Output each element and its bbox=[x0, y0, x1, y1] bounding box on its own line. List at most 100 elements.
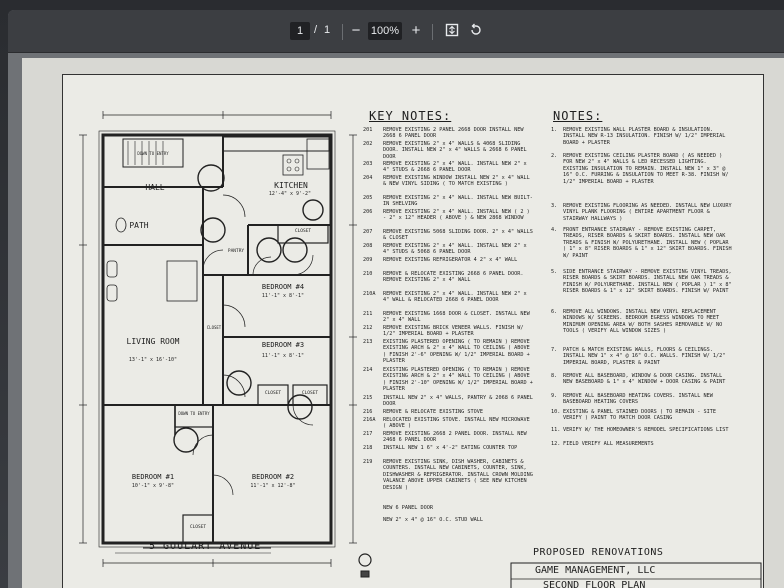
address-title: 5 GOULART AVENUE bbox=[149, 541, 262, 552]
note-item: 4. FRONT ENTRANCE STAIRWAY - REMOVE EXIST… bbox=[551, 227, 741, 259]
note-number: 9. bbox=[551, 393, 558, 399]
note-text: FIELD VERIFY ALL MEASUREMENTS bbox=[563, 441, 654, 447]
key-note-text: REMOVE & RELOCATE EXISTING 2668 6 PANEL … bbox=[383, 271, 524, 284]
fit-page-icon[interactable] bbox=[444, 23, 460, 39]
key-note-number: 201 bbox=[363, 127, 373, 133]
note-text: FRONT ENTRANCE STAIRWAY - REMOVE EXISTIN… bbox=[563, 227, 732, 259]
current-page-input[interactable]: 1 bbox=[290, 22, 310, 40]
key-note-number: 210 bbox=[363, 271, 373, 277]
key-note-number: 207 bbox=[363, 229, 373, 235]
key-note-text: REMOVE EXISTING 5068 SLIDING DOOR. 2" x … bbox=[383, 229, 533, 242]
key-note-text: REMOVE EXISTING BRICK VENEER WALLS. FINI… bbox=[383, 325, 524, 338]
room-bedroom-1: BEDROOM #1 bbox=[131, 473, 175, 481]
note-text: EXISTING & PANEL STAINED DOORS ( TO REMA… bbox=[563, 409, 717, 422]
minus-icon[interactable]: − bbox=[351, 22, 361, 39]
room-bedroom-4: BEDROOM #4 bbox=[261, 283, 305, 291]
key-note-number: 203 bbox=[363, 161, 373, 167]
note-text: REMOVE EXISTING FLOORING AS NEEDED. INST… bbox=[563, 203, 732, 222]
note-text: REMOVE ALL BASEBOARD, WINDOW & DOOR CASI… bbox=[563, 373, 726, 386]
key-note-number: 208 bbox=[363, 243, 373, 249]
room-bedroom-2-dimension: 11'-1" x 12'-8" bbox=[250, 483, 296, 489]
room-closet: CLOSET bbox=[301, 391, 319, 396]
key-note-number: 206 bbox=[363, 209, 373, 215]
key-note-text: REMOVE EXISTING 2" x 4" WALL. INSTALL NE… bbox=[383, 243, 527, 256]
key-note-number: 204 bbox=[363, 175, 373, 181]
pdf-toolbar: 1 / 1 − 100% + bbox=[8, 10, 784, 53]
key-note: 219 REMOVE EXISTING SINK, DISH WASHER, CA… bbox=[363, 459, 543, 491]
key-note: 211 REMOVE EXISTING 1668 DOOR & CLOSET. I… bbox=[363, 311, 543, 323]
key-note-number: 212 bbox=[363, 325, 373, 331]
key-note: 208 REMOVE EXISTING 2" x 4" WALL. INSTALL… bbox=[363, 243, 543, 255]
key-note-text: REMOVE EXISTING SINK, DISH WASHER, CABIN… bbox=[383, 459, 533, 491]
note-number: 2. bbox=[551, 153, 558, 159]
key-note-text: REMOVE EXISTING 2" x 4" WALL. INSTALL NE… bbox=[383, 161, 527, 174]
note-text: REMOVE EXISTING WALL PLASTER BOARD & INS… bbox=[563, 127, 726, 146]
key-note-text: RELOCATED EXISTING STOVE. INSTALL NEW MI… bbox=[383, 417, 530, 430]
note-text: PATCH & MATCH EXISTING WALLS, FLOORS & C… bbox=[563, 347, 726, 366]
drawing-sheet: HALL KITCHEN 12'-4" x 9'-2" PATH LIVING … bbox=[62, 74, 764, 588]
note-text: SIDE ENTRANCE STAIRWAY - REMOVE EXISTING… bbox=[563, 269, 732, 295]
key-note-number: 216 bbox=[363, 409, 373, 415]
key-note: 207 REMOVE EXISTING 5068 SLIDING DOOR. 2"… bbox=[363, 229, 543, 241]
note-text: REMOVE ALL BASEBOARD HEATING COVERS. INS… bbox=[563, 393, 713, 406]
room-hall: HALL bbox=[145, 183, 165, 192]
note-text: VERIFY W/ THE HOMEOWNER'S REMODEL SPECIF… bbox=[563, 427, 729, 433]
room-closet: CLOSET bbox=[206, 325, 222, 330]
room-closet: CLOSET bbox=[294, 229, 312, 234]
plus-icon[interactable]: + bbox=[411, 22, 421, 39]
room-bedroom-3-dimension: 11'-1" x 8'-1" bbox=[261, 353, 305, 359]
note-number: 10. bbox=[551, 409, 561, 415]
key-note: 214 EXISTING PLASTERED OPENING ( TO REMAI… bbox=[363, 367, 543, 392]
key-note: 203 REMOVE EXISTING 2" x 4" WALL. INSTALL… bbox=[363, 161, 543, 173]
note-item: 10.EXISTING & PANEL STAINED DOORS ( TO R… bbox=[551, 409, 741, 421]
key-note: 215 INSTALL NEW 2" x 4" WALLS, PANTRY & 2… bbox=[363, 395, 543, 407]
note-item: 11.VERIFY W/ THE HOMEOWNER'S REMODEL SPE… bbox=[551, 427, 741, 435]
rotate-icon[interactable] bbox=[468, 23, 484, 39]
key-note-text: REMOVE EXISTING 2 PANEL 2668 DOOR INSTAL… bbox=[383, 127, 524, 140]
pdf-viewer-window: 1 / 1 − 100% + bbox=[8, 10, 784, 588]
key-note-text: REMOVE EXISTING 1668 DOOR & CLOSET. INST… bbox=[383, 311, 530, 324]
key-note-text: REMOVE EXISTING 2668 2 PANEL DOOR. INSTA… bbox=[383, 431, 527, 444]
note-item: 9. REMOVE ALL BASEBOARD HEATING COVERS. I… bbox=[551, 393, 741, 405]
note-text: REMOVE EXISTING CEILING PLASTER BOARD ( … bbox=[563, 153, 729, 185]
note-number: 4. bbox=[551, 227, 558, 233]
toolbar-divider bbox=[342, 24, 343, 40]
key-note-number: 210A bbox=[363, 291, 376, 297]
key-note-text: INSTALL NEW 2" x 4" WALLS, PANTRY & 2068… bbox=[383, 395, 533, 408]
note-number: 3. bbox=[551, 203, 558, 209]
title-block-sheet: SECOND FLOOR PLAN bbox=[543, 580, 646, 588]
key-note: 217 REMOVE EXISTING 2668 2 PANEL DOOR. IN… bbox=[363, 431, 543, 443]
zoom-level-input[interactable]: 100% bbox=[368, 22, 402, 40]
key-note-number: 218 bbox=[363, 445, 373, 451]
room-closet: CLOSET bbox=[189, 525, 207, 530]
room-path: PATH bbox=[129, 221, 149, 230]
key-note-text: NEW 6 PANEL DOOR bbox=[383, 505, 433, 511]
key-note-number: 216A bbox=[363, 417, 376, 423]
stair-label: DOWN TO ENTRY bbox=[178, 411, 210, 416]
key-note-number: 214 bbox=[363, 367, 373, 373]
note-number: 5. bbox=[551, 269, 558, 275]
key-note-number: 213 bbox=[363, 339, 373, 345]
key-note: 210 REMOVE & RELOCATE EXISTING 2668 6 PAN… bbox=[363, 271, 543, 283]
room-living-dimension: 13'-1" x 16'-10" bbox=[128, 357, 178, 363]
key-note-number: 215 bbox=[363, 395, 373, 401]
key-note-number: 202 bbox=[363, 141, 373, 147]
key-note-number: 211 bbox=[363, 311, 373, 317]
note-number: 1. bbox=[551, 127, 558, 133]
key-note-number: 219 bbox=[363, 459, 373, 465]
key-note-number: 205 bbox=[363, 195, 373, 201]
toolbar-divider bbox=[432, 24, 433, 40]
key-note-number: 217 bbox=[363, 431, 373, 437]
note-item: 2. REMOVE EXISTING CEILING PLASTER BOARD … bbox=[551, 153, 741, 185]
key-note-text: INSTALL NEW 1 6" x 4'-2" EATING COUNTER … bbox=[383, 445, 518, 451]
key-note-text: EXISTING PLASTERED OPENING ( TO REMAIN )… bbox=[383, 367, 533, 393]
note-number: 11. bbox=[551, 427, 561, 433]
key-note: 218 INSTALL NEW 1 6" x 4'-2" EATING COUNT… bbox=[363, 445, 543, 453]
note-number: 6. bbox=[551, 309, 558, 315]
note-item: 5. SIDE ENTRANCE STAIRWAY - REMOVE EXISTI… bbox=[551, 269, 741, 294]
note-item: 1. REMOVE EXISTING WALL PLASTER BOARD & I… bbox=[551, 127, 741, 146]
